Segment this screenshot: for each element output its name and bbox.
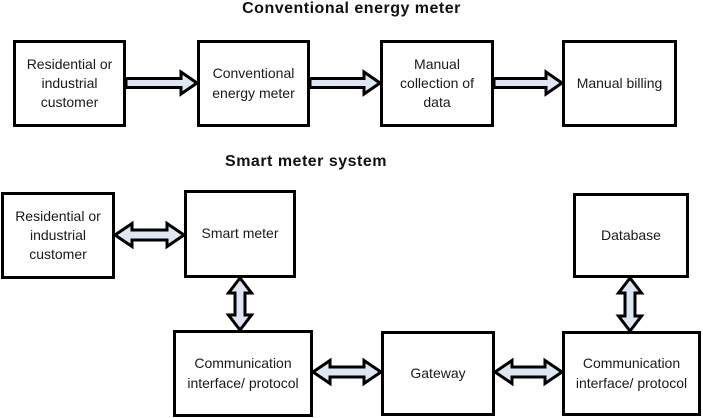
box-conventional-meter: Conventional energy meter [197,40,310,127]
box-manual-collection-label: Manual collection of data [400,55,474,111]
arrow-customer-smartmeter-icon [112,220,187,250]
box-database-label: Database [601,226,661,243]
box-comm-interface-right: Communication interface/ protocol [562,331,701,416]
arrow-gateway-comminterface-icon [492,357,565,387]
box-gateway: Gateway [381,331,495,416]
smart-diagram-title: Smart meter system [225,153,387,170]
box-gateway-label: Gateway [410,364,466,381]
arrow-customer-to-meter-icon [124,69,200,97]
arrow-database-comminterface-icon [615,275,645,334]
box-manual-billing-label: Manual billing [576,74,663,91]
box-smart-meter: Smart meter [184,190,296,278]
box-comm-interface-right-label: Communication interface/ protocol [575,355,688,391]
box-manual-billing: Manual billing [562,40,677,127]
arrow-comminterface-gateway-icon [310,357,384,387]
box-database: Database [573,193,689,278]
box-residential-customer-label: Residential or industrial customer [26,55,113,111]
box-smart-residential-customer-label: Residential or industrial customer [15,207,101,263]
box-smart-meter-label: Smart meter [201,225,279,242]
box-comm-interface-left-label: Communication interface/ protocol [187,355,299,391]
arrow-smartmeter-comminterface-icon [225,275,255,333]
arrow-meter-to-collection-icon [308,69,383,97]
box-conventional-meter-label: Conventional energy meter [212,65,295,101]
box-comm-interface-left: Communication interface/ protocol [173,330,313,417]
box-smart-residential-customer: Residential or industrial customer [1,192,115,279]
conventional-diagram-title: Conventional energy meter [242,0,461,17]
arrow-collection-to-billing-icon [492,69,565,97]
box-manual-collection: Manual collection of data [380,40,494,127]
box-residential-customer: Residential or industrial customer [13,40,126,127]
